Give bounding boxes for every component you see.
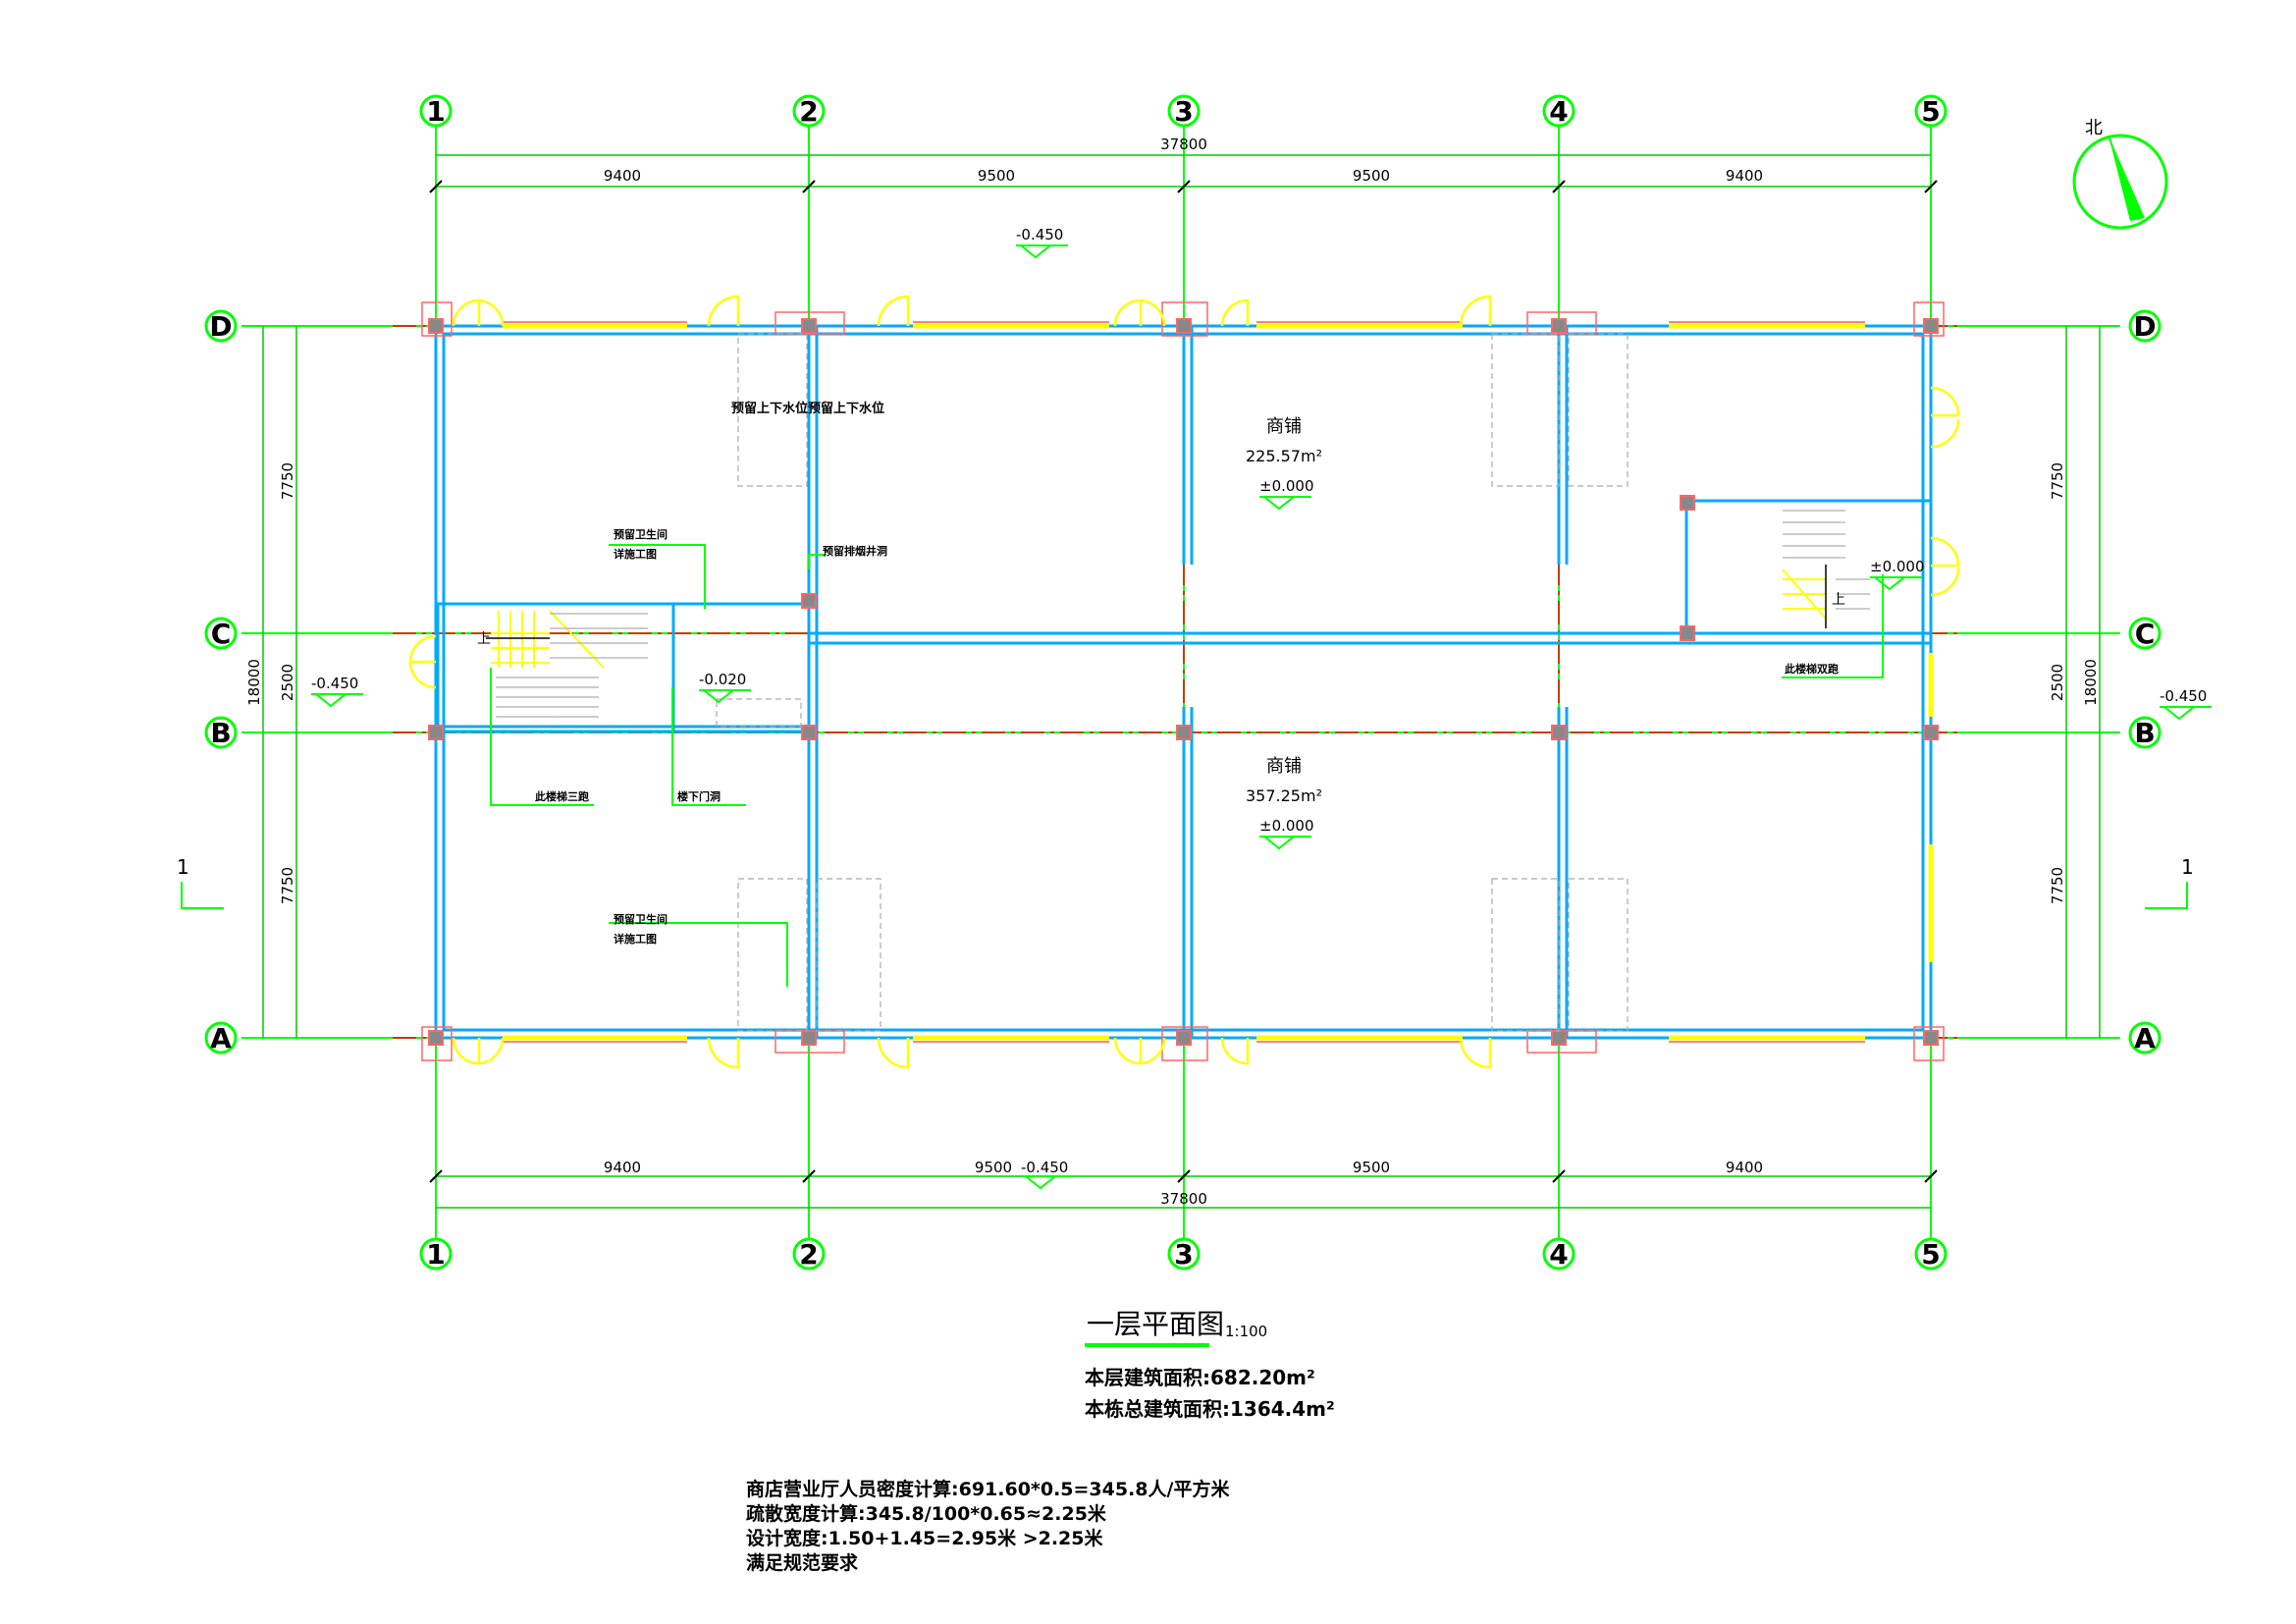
center-lines <box>393 325 1963 1039</box>
axis-label-row-b-right: B <box>2134 717 2155 749</box>
room-area-upper: 225.57m² <box>1246 447 1322 465</box>
note-stair-3: 此楼梯三跑 <box>535 789 589 803</box>
dim-bay-1-top: 9400 <box>604 167 641 185</box>
drawing-title: 一层平面图 <box>1087 1308 1224 1340</box>
axis-label-col-1-bottom: 1 <box>426 1238 445 1271</box>
note-up-right: 上 <box>1832 592 1845 608</box>
axis-label-row-a-right: A <box>2134 1022 2156 1055</box>
dim-overall-bottom: 37800 <box>1160 1190 1207 1208</box>
axis-label-row-d-right: D <box>2133 310 2156 343</box>
windows <box>503 323 1934 1041</box>
axis-label-row-c-right: C <box>2135 618 2156 650</box>
note-wc-lower-2: 详施工图 <box>614 932 657 946</box>
room-name-lower: 商铺 <box>1266 756 1302 777</box>
axis-label-col-1-top: 1 <box>426 95 445 128</box>
note-up-left: 上 <box>477 631 491 647</box>
drawing-scale: 1:100 <box>1225 1323 1267 1340</box>
total-area: 本栋总建筑面积:1364.4m² <box>1085 1397 1335 1421</box>
columns <box>428 318 1939 1046</box>
section-mark-left: 1 <box>177 855 189 879</box>
dim-bay-4-bottom: 9400 <box>1726 1159 1763 1176</box>
note-wc-upper-2: 详施工图 <box>614 547 657 561</box>
dim-bay-3-top: 9500 <box>1353 167 1390 185</box>
dim-overall-top: 37800 <box>1160 135 1207 153</box>
axis-grid <box>241 126 2120 1239</box>
fixtures <box>716 333 1629 1032</box>
dim-depth-3-right: 7750 <box>2049 867 2066 904</box>
axis-label-col-2-top: 2 <box>799 95 818 128</box>
level-outdoor-top: -0.450 <box>1016 226 1063 244</box>
level-outdoor-left: -0.450 <box>311 675 358 692</box>
axis-label-col-4-bottom: 4 <box>1549 1238 1568 1271</box>
note-shaft: 预留排烟井洞 <box>823 544 887 558</box>
window-sills <box>503 321 1865 1043</box>
axis-label-row-c-left: C <box>211 618 232 650</box>
note-wc-lower-1: 预留卫生间 <box>614 912 667 926</box>
dim-depth-total-left: 18000 <box>245 659 263 706</box>
dim-depth-2-right: 2500 <box>2049 664 2066 701</box>
dim-depth-3-left: 7750 <box>279 867 296 904</box>
level-outdoor-right: -0.450 <box>2160 687 2207 705</box>
stair-right <box>1782 510 1870 628</box>
note-line-2: 疏散宽度计算:345.8/100*0.65≈2.25米 <box>746 1502 1107 1525</box>
dim-bay-1-bottom: 9400 <box>604 1159 641 1176</box>
section-mark-right: 1 <box>2181 855 2194 879</box>
floor-area: 本层建筑面积:682.20m² <box>1085 1366 1315 1389</box>
axis-label-row-a-left: A <box>210 1022 232 1055</box>
axis-label-col-3-bottom: 3 <box>1174 1238 1193 1271</box>
north-label: 北 <box>2085 118 2103 138</box>
doors <box>408 295 1960 1069</box>
dim-depth-1-right: 7750 <box>2049 462 2066 500</box>
level-outdoor-bottom: -0.450 <box>1021 1159 1068 1176</box>
dimension-ticks <box>429 180 1938 1183</box>
axis-label-col-5-bottom: 5 <box>1921 1238 1940 1271</box>
dimension-lines <box>262 154 2101 1209</box>
axis-bubbles <box>204 94 2162 1271</box>
note-line-1: 商店营业厅人员密度计算:691.60*0.5=345.8人/平方米 <box>746 1478 1230 1500</box>
stair-left <box>486 610 648 718</box>
dim-depth-total-right: 18000 <box>2082 659 2100 706</box>
note-stair-right: 此楼梯双跑 <box>1785 662 1839 676</box>
note-plumbing: 预留上下水位预留上下水位 <box>731 401 884 416</box>
note-down-door: 楼下门洞 <box>677 789 721 803</box>
section-marks <box>181 882 2188 909</box>
axis-label-col-2-bottom: 2 <box>799 1238 818 1271</box>
dim-bay-4-top: 9400 <box>1726 167 1763 185</box>
leader-lines <box>490 544 1884 987</box>
level-indoor-stair: ±0.000 <box>1870 558 1925 575</box>
axis-label-row-d-left: D <box>209 310 232 343</box>
level-stair-landing: -0.020 <box>699 671 746 688</box>
level-indoor-upper: ±0.000 <box>1259 477 1314 495</box>
axis-label-col-4-top: 4 <box>1549 95 1568 128</box>
note-wc-upper-1: 预留卫生间 <box>614 527 667 541</box>
north-arrow <box>2072 134 2168 230</box>
note-line-3: 设计宽度:1.50+1.45=2.95米 >2.25米 <box>746 1527 1103 1549</box>
axis-label-col-3-top: 3 <box>1174 95 1193 128</box>
level-symbols <box>311 244 2212 1190</box>
dim-depth-1-left: 7750 <box>279 462 296 500</box>
axis-label-col-5-top: 5 <box>1921 95 1940 128</box>
dim-bay-2-bottom: 9500 <box>975 1159 1012 1176</box>
room-area-lower: 357.25m² <box>1246 786 1322 805</box>
dim-depth-2-left: 2500 <box>279 664 296 701</box>
column-frames <box>421 301 1945 1061</box>
dim-bay-2-top: 9500 <box>978 167 1015 185</box>
room-name-upper: 商铺 <box>1266 416 1302 437</box>
axis-label-row-b-left: B <box>210 717 231 749</box>
note-line-4: 满足规范要求 <box>746 1551 859 1574</box>
dim-bay-3-bottom: 9500 <box>1353 1159 1390 1176</box>
level-indoor-lower: ±0.000 <box>1259 817 1314 835</box>
